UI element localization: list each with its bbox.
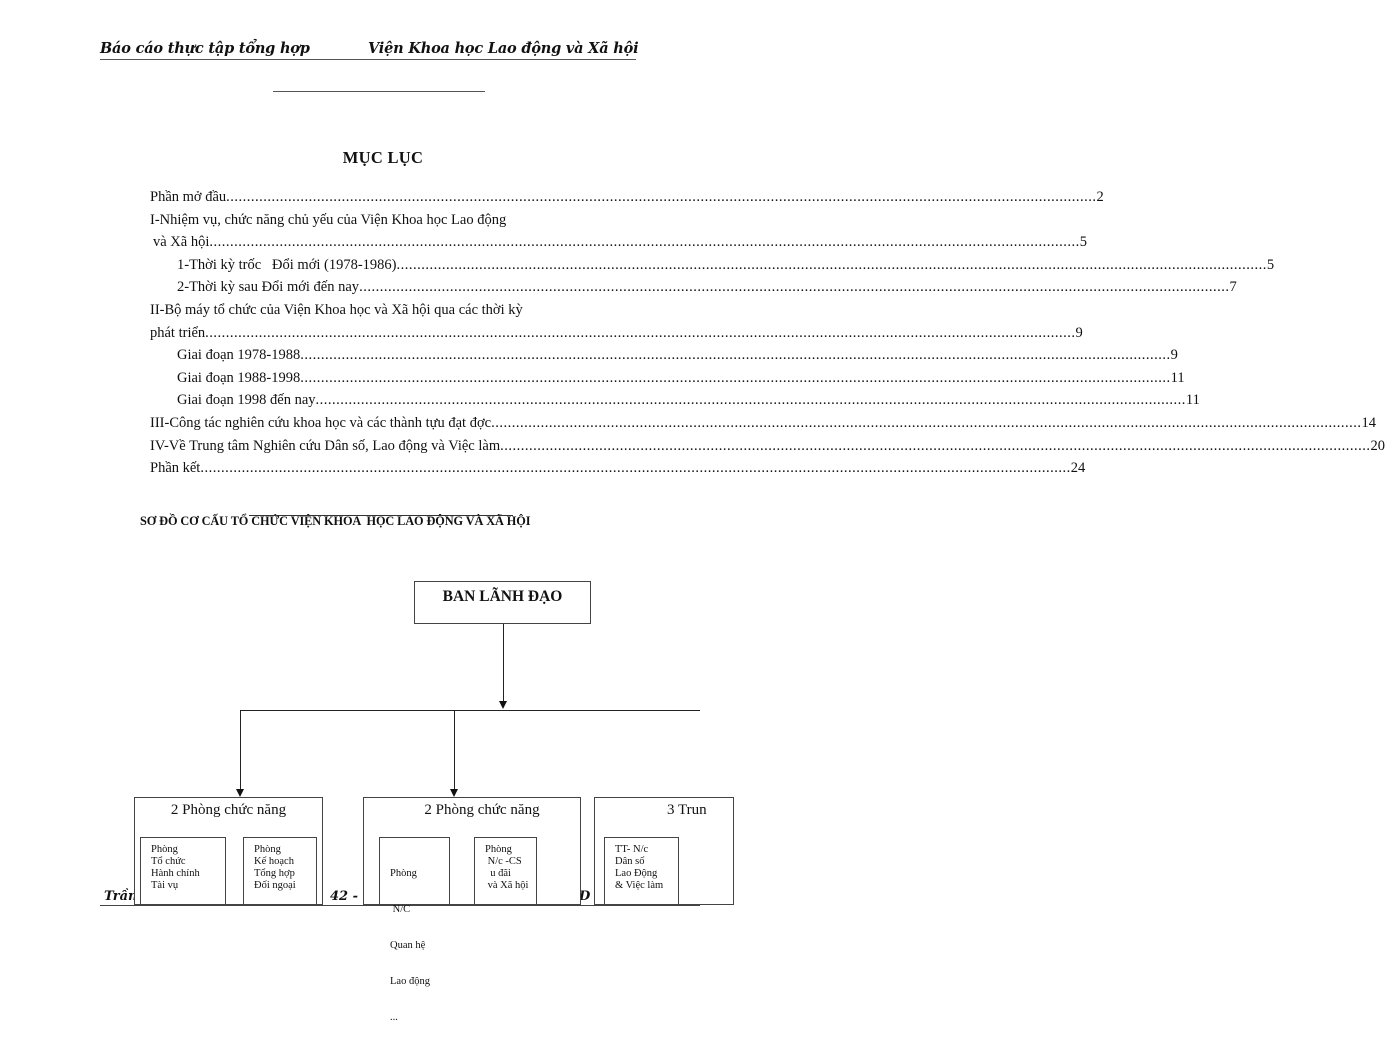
org-unit-line: Tổng hợp: [254, 868, 295, 879]
org-unit-line: N/c -CS: [485, 856, 522, 867]
footer-page-number: 42 - T: [330, 889, 373, 904]
org-unit-line: Quan hệ: [390, 940, 426, 951]
leadership-box: BAN LÃNH ĐẠO: [414, 581, 591, 624]
toc-entry[interactable]: Phần mở đầu 2: [150, 186, 1104, 209]
connector-group-2: [454, 710, 455, 790]
org-chart-title: SƠ ĐỒ CƠ CẤU TỔ CHỨC VIỆN KHOA HỌC LAO Đ…: [140, 514, 531, 528]
toc-entry-label: Giai đoạn 1998 đến nay: [177, 392, 316, 409]
toc-entry[interactable]: IV-Về Trung tâm Nghiên cứu Dân số, Lao đ…: [150, 435, 1385, 458]
toc-entry-page: 5: [1079, 234, 1087, 251]
org-unit-line: Kế hoạch: [254, 856, 294, 867]
toc-entry-page: 5: [1266, 256, 1275, 273]
org-unit-box: Phòng N/C Quan hệ Lao động ...: [379, 837, 450, 1023]
toc-leader: [200, 457, 1070, 480]
toc-entry-label: Phần kết: [150, 460, 201, 477]
org-group-1: 2 Phòng chức năng Phòng Tổ chức Hành chí…: [134, 797, 323, 905]
org-unit-line: Đối ngoại: [254, 880, 296, 891]
org-group-title: 2 Phòng chức năng: [170, 802, 287, 818]
org-unit-box: Phòng Kế hoạch Tổng hợp Đối ngoại: [243, 837, 317, 905]
org-unit-line: ...: [390, 1012, 398, 1023]
toc-entry[interactable]: Giai đoạn 1998 đến nay 11: [150, 389, 1200, 412]
footer-author: Trần: [104, 889, 138, 904]
toc-entry[interactable]: và Xã hội 5: [150, 231, 1087, 254]
toc-entry-page: 11: [1185, 392, 1200, 409]
org-unit-line: & Việc làm: [615, 880, 664, 891]
org-group-title: 3 Trun: [667, 802, 707, 818]
header-rule: [100, 59, 636, 60]
toc-entry[interactable]: II-Bộ máy tổ chức của Viện Khoa học và X…: [150, 299, 590, 322]
header-left-title: Báo cáo thực tập tổng hợp: [100, 40, 310, 57]
toc-leader: [397, 254, 1267, 277]
org-group-title: 2 Phòng chức năng: [424, 802, 540, 818]
org-unit-line: Phòng: [485, 844, 512, 855]
org-unit-line: Dân số: [615, 856, 645, 867]
org-unit-line: và Xã hội: [485, 880, 529, 891]
connector-horizontal: [240, 710, 700, 711]
toc-entry-label: Giai đoạn 1978-1988: [177, 347, 301, 364]
arrow-down-icon: [450, 789, 458, 797]
toc-entry-page: 9: [1075, 324, 1083, 341]
toc-entry-page: 2: [1096, 189, 1104, 205]
org-unit-line: u đãi: [485, 868, 511, 879]
toc-entry[interactable]: 2-Thời kỳ sau Đổi mới đến nay 7: [150, 276, 1237, 299]
toc-entry-label: IV-Về Trung tâm Nghiên cứu Dân số, Lao đ…: [150, 437, 501, 454]
toc-entry[interactable]: phát triển 9: [150, 322, 1083, 345]
org-unit-line: Hành chính: [151, 868, 200, 879]
org-unit-line: Tài vụ: [151, 880, 179, 891]
arrow-down-icon: [236, 789, 244, 797]
toc-entry[interactable]: 1-Thời kỳ trốc Đổi mới (1978-1986) 5: [150, 254, 1274, 277]
toc-entry-label: Giai đoạn 1988-1998: [177, 369, 301, 386]
toc-entry-page: 14: [1361, 414, 1376, 431]
toc-entry-label: Phần mở đầu: [150, 189, 227, 205]
short-divider: [273, 91, 485, 92]
org-unit-line: Phòng: [390, 868, 417, 879]
toc-entry-label: II-Bộ máy tổ chức của Viện Khoa học và X…: [150, 301, 523, 318]
toc-leader: [209, 231, 1079, 254]
org-title-overline: [249, 515, 513, 516]
toc-entry-label: III-Công tác nghiên cứu khoa học và các …: [150, 414, 492, 431]
toc-entry-page: 11: [1170, 369, 1185, 386]
toc-leader: [359, 276, 1229, 299]
org-unit-box: TT- N/c Dân số Lao Động & Việc làm: [604, 837, 679, 905]
toc-entry[interactable]: Giai đoạn 1978-1988 9: [150, 344, 1178, 367]
toc-entry[interactable]: Giai đoạn 1988-1998 11: [150, 367, 1185, 390]
toc-entry-label: 1-Thời kỳ trốc Đổi mới (1978-1986): [177, 256, 397, 273]
org-unit-box: Phòng N/c -CS u đãi và Xã hội: [474, 837, 537, 905]
connector-leadership-down: [503, 624, 504, 702]
toc-leader: [300, 344, 1170, 367]
org-unit-line: Lao Động: [615, 868, 658, 879]
arrow-down-icon: [499, 701, 507, 709]
toc-entry-label: 2-Thời kỳ sau Đổi mới đến nay: [177, 279, 360, 296]
toc-entry[interactable]: III-Công tác nghiên cứu khoa học và các …: [150, 412, 1376, 435]
toc-entry-label: và Xã hội: [153, 234, 210, 251]
toc-entry-page: 20: [1370, 437, 1385, 454]
org-unit-box: Phòng Tổ chức Hành chính Tài vụ: [140, 837, 226, 905]
toc-leader: [491, 412, 1361, 435]
org-unit-line: Phòng: [151, 844, 178, 855]
toc-title: MỤC LỤC: [342, 148, 424, 167]
footer-rule: [100, 905, 700, 906]
toc-entry[interactable]: Phần kết 24: [150, 457, 1085, 480]
toc-entry-page: 9: [1170, 347, 1178, 364]
org-unit-line: N/C: [390, 904, 411, 915]
org-group-3: 3 Trun TT- N/c Dân số Lao Động & Việc là…: [594, 797, 734, 905]
org-unit-line: Lao động: [390, 976, 430, 987]
toc-entry-page: 24: [1070, 460, 1086, 477]
table-of-contents: Phần mở đầu 2 I-Nhiệm vụ, chức năng chủ y…: [150, 186, 1385, 480]
toc-entry-page: 7: [1229, 279, 1237, 296]
toc-entry-label: phát triển: [150, 324, 206, 341]
toc-entry[interactable]: I-Nhiệm vụ, chức năng chủ yếu của Viện K…: [150, 209, 590, 232]
org-unit-line: Phòng: [254, 844, 281, 855]
toc-leader: [500, 435, 1370, 458]
connector-group-1: [240, 710, 241, 790]
toc-leader: [300, 367, 1170, 390]
toc-leader: [316, 389, 1186, 412]
org-group-2: 2 Phòng chức năng Phòng N/C Quan hệ Lao …: [363, 797, 581, 1023]
org-unit-line: Tổ chức: [151, 856, 186, 867]
toc-entry-label: I-Nhiệm vụ, chức năng chủ yếu của Viện K…: [150, 211, 507, 228]
toc-leader: [226, 186, 1096, 209]
org-unit-line: TT- N/c: [615, 844, 649, 855]
toc-leader: [205, 322, 1075, 345]
header-right-title: Viện Khoa học Lao động và Xã hội: [368, 40, 639, 57]
